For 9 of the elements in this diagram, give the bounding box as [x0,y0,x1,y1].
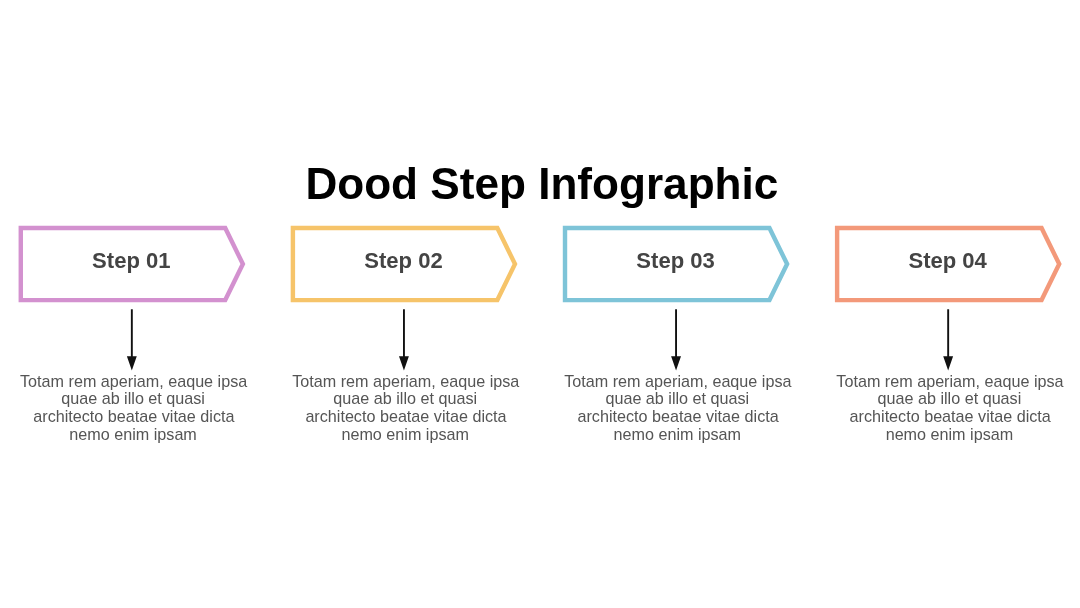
arrow [126,307,137,370]
node-text: Totam rem aperiam, eaque ipsa quae ab illo et quasi architecto beatae vitae dicta nemo enim ipsam [20,371,248,443]
diagram-title: Dood Step Infographic [305,158,779,208]
node-text: Totam rem aperiam, eaque ipsa quae ab illo et quasi architecto beatae vitae dicta nemo enim ipsam [292,371,520,443]
arrow [671,307,681,370]
arrow [943,307,954,370]
node-text: Totam rem aperiam, eaque ipsa quae ab illo et quasi architecto beatae vitae dicta nemo enim ipsam [564,371,792,443]
arrow [399,307,409,370]
node-text: Totam rem aperiam, eaque ipsa quae ab illo et quasi architecto beatae vitae dicta nemo enim ipsam [836,371,1064,443]
